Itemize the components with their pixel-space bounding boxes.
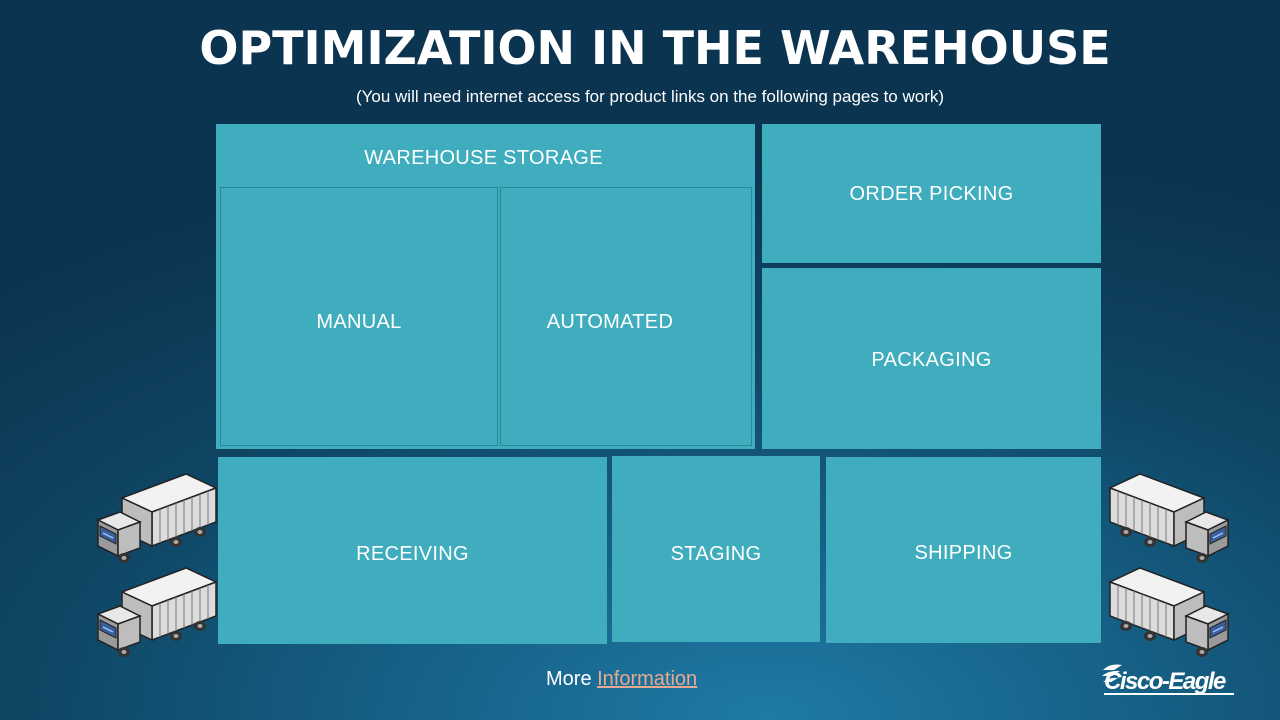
page-title: OPTIMIZATION IN THE WAREHOUSE [199, 21, 1111, 75]
manual-label: MANUAL [316, 311, 402, 333]
logo-text: Cisco-Eagle [1104, 668, 1226, 695]
shipping-label: SHIPPING [914, 542, 1013, 564]
truck-icon [1108, 473, 1230, 563]
order-picking-label: ORDER PICKING [849, 183, 1014, 205]
information-link[interactable]: Information [597, 668, 698, 690]
automated-block[interactable]: AUTOMATED [500, 187, 752, 446]
more-information-footer: More Information [546, 667, 697, 691]
receiving-block[interactable]: RECEIVING [218, 457, 607, 644]
staging-label: STAGING [670, 543, 762, 565]
warehouse-storage-block[interactable]: WAREHOUSE STORAGE MANUAL AUTOMATED [216, 124, 755, 449]
truck-icon [1108, 567, 1230, 657]
order-picking-block[interactable]: ORDER PICKING [762, 124, 1101, 263]
truck-icon [96, 567, 218, 657]
truck-icon [96, 473, 218, 563]
automated-label: AUTOMATED [546, 311, 674, 333]
receiving-label: RECEIVING [356, 543, 469, 565]
manual-block[interactable]: MANUAL [220, 187, 498, 446]
packaging-label: PACKAGING [871, 349, 992, 371]
shipping-block[interactable]: SHIPPING [826, 457, 1101, 643]
footer-prefix: More [546, 668, 598, 690]
page-subtitle: (You will need internet access for produ… [355, 87, 945, 106]
packaging-block[interactable]: PACKAGING [762, 268, 1101, 449]
cisco-eagle-logo: Cisco-Eagle [1102, 664, 1234, 695]
staging-block[interactable]: STAGING [612, 456, 820, 642]
warehouse-storage-label: WAREHOUSE STORAGE [364, 147, 603, 169]
